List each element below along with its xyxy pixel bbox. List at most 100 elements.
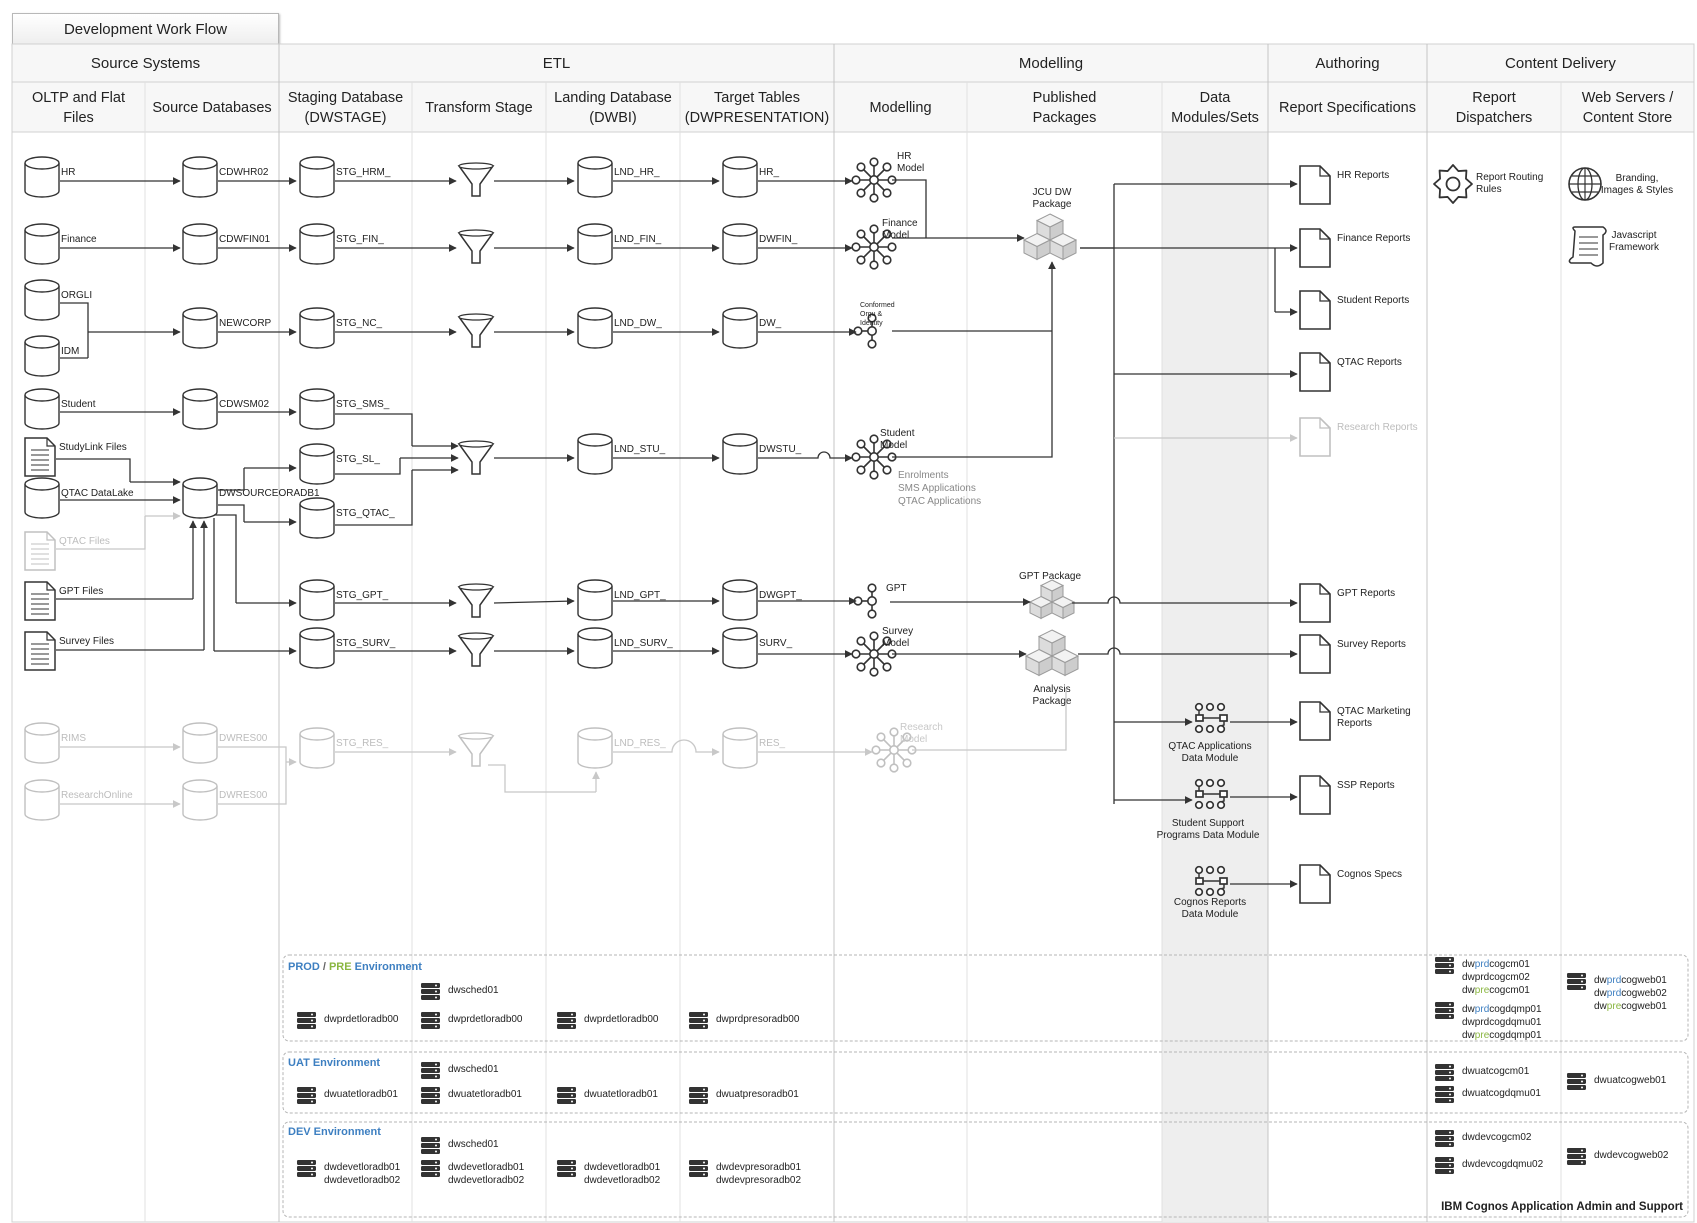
uat-target-server: dwuatpresoradb01	[716, 1089, 799, 1100]
routing-label: Rules	[1476, 184, 1502, 195]
connector	[1078, 647, 1298, 658]
dev-staging-server: dwdevetloradb01	[324, 1162, 401, 1173]
database-cylinder-body	[577, 230, 613, 265]
dev-dispatcher-qm-server: dwdevcogdqmu02	[1462, 1159, 1544, 1170]
prod-dispatcher-qm-server: dwprecogdqmp01	[1462, 1030, 1542, 1041]
group-header-label: ETL	[543, 55, 571, 72]
document-icon-fold	[1319, 702, 1330, 713]
server-icon	[1567, 1160, 1586, 1165]
model-hub-finance	[851, 224, 897, 270]
group-header-label: Authoring	[1315, 55, 1379, 72]
funnel-icon	[457, 443, 495, 475]
model-hub-hr	[851, 157, 897, 203]
server-name-part: pre	[1475, 1030, 1490, 1041]
package-analysis	[1024, 629, 1080, 677]
module-node	[1194, 778, 1204, 788]
server-icon	[689, 1012, 708, 1017]
package-cube-face	[1050, 648, 1080, 664]
database-cylinder-top	[299, 627, 335, 641]
data-module-label: Student Support	[1172, 818, 1244, 829]
prod-env-label-part: PRE	[329, 961, 352, 973]
server-icon	[689, 1093, 708, 1098]
source-file-studylink: StudyLink Files	[24, 437, 127, 477]
database-cylinder-body	[722, 314, 758, 349]
report-label: Cognos Specs	[1337, 869, 1402, 880]
server-icon	[421, 1012, 440, 1029]
server-icon	[1435, 1064, 1454, 1081]
server-icon	[1435, 1070, 1454, 1075]
funnel-icon-rim	[458, 313, 494, 321]
hub-node	[856, 662, 866, 672]
module-node	[1194, 724, 1204, 734]
server-icon-led	[311, 1088, 313, 1091]
sourcedb-dwsourceoradb1: DWSOURCEORADB1	[182, 477, 320, 519]
server-icon	[1435, 1136, 1454, 1141]
database-label: LND_HR_	[614, 167, 660, 178]
transform-funnel	[457, 632, 495, 667]
server-icon	[1435, 1014, 1454, 1019]
server-name-part: cogweb02	[1621, 988, 1667, 999]
database-cylinder-body	[577, 314, 613, 349]
hub-center	[868, 175, 879, 186]
server-icon	[1435, 1086, 1454, 1091]
report-label: Research Reports	[1337, 422, 1418, 433]
database-label: STG_QTAC_	[336, 508, 395, 519]
database-cylinder-top	[24, 388, 60, 402]
gear-icon-hole	[1445, 176, 1461, 192]
hub-center	[868, 648, 879, 659]
server-icon	[1435, 1086, 1454, 1103]
package-label: GPT Package	[1019, 571, 1082, 582]
prod-env-label: PROD / PRE Environment	[288, 961, 422, 973]
report-label: Survey Reports	[1337, 639, 1406, 650]
database-cylinder-body	[24, 230, 60, 265]
server-icon-led	[311, 1025, 313, 1028]
hub-node	[856, 439, 866, 449]
server-icon	[1435, 969, 1454, 974]
uat-landing-server: dwuatetloradb01	[584, 1089, 658, 1100]
connector	[335, 470, 413, 526]
prod-dispatcher-qm-server: dwprdcogdqmp01	[1462, 1004, 1542, 1015]
database-cylinder-top	[577, 156, 613, 170]
funnel-icon-rim	[458, 229, 494, 237]
document-icon-fold	[1319, 776, 1330, 787]
server-icon	[297, 1012, 316, 1029]
report-document: Student Reports	[1299, 290, 1409, 330]
dev-transform-server: dwdevetloradb01	[448, 1162, 525, 1173]
database-cylinder-body	[577, 734, 613, 769]
package-label: Package	[1033, 696, 1072, 707]
database-cylinder-top	[182, 307, 218, 321]
transform-funnel-research	[457, 732, 495, 767]
database-cylinder-body	[577, 163, 613, 198]
server-icon	[557, 1160, 576, 1177]
report-routing-gear-icon	[1433, 164, 1473, 204]
server-icon	[421, 1087, 440, 1092]
server-icon	[557, 1087, 576, 1104]
prod-web-server: dwprecogweb01	[1594, 1001, 1667, 1012]
hub-node	[867, 339, 877, 349]
column-header-label: Staging Database	[288, 90, 403, 106]
server-icon-led	[435, 990, 437, 993]
column-header-label: Data	[1200, 90, 1232, 106]
file-icon	[24, 531, 56, 571]
transform-funnel	[457, 162, 495, 197]
server-icon-led	[1449, 1093, 1451, 1096]
database-label: QTAC DataLake	[61, 488, 134, 499]
hub-node	[889, 727, 899, 737]
server-icon	[1435, 1163, 1454, 1168]
funnel-icon	[457, 232, 495, 264]
connector	[912, 688, 1067, 751]
hub-node	[867, 313, 877, 323]
server-icon-led	[435, 1019, 437, 1022]
server-icon	[297, 1166, 316, 1171]
server-icon	[421, 1024, 440, 1029]
server-name-part: prd	[1607, 988, 1621, 999]
column-header-label: (DWPRESENTATION)	[685, 110, 829, 126]
hub-node	[851, 649, 861, 659]
server-name-part: dw	[1594, 1001, 1608, 1012]
hub-center	[868, 242, 879, 253]
server-name-part: prd	[1475, 959, 1489, 970]
database-cylinder-body	[24, 342, 60, 377]
file-icon-fold	[46, 532, 55, 541]
scroll-icon	[1568, 226, 1607, 267]
